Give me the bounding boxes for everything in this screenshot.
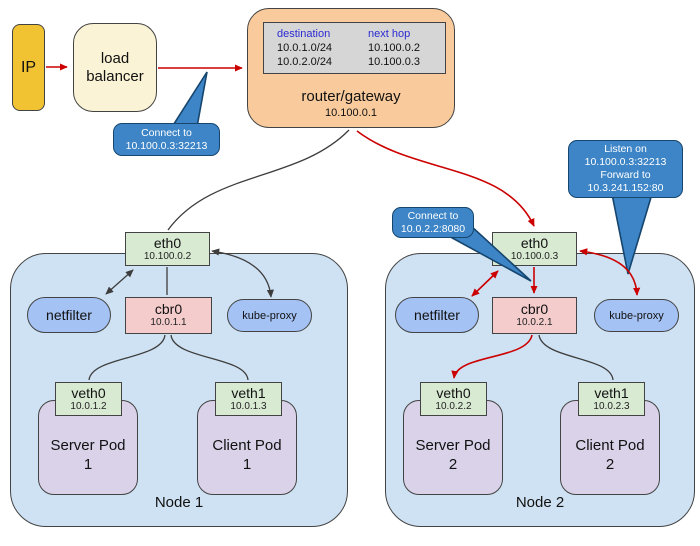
node2-cbr0-name: cbr0 [520,301,549,317]
node2-kube-proxy-pill: kube-proxy [594,299,679,332]
node2-server-pod-number: 2 [448,455,458,473]
node2-netfilter-pill: netfilter [395,297,479,333]
external-ip-label: IP [20,58,37,76]
callout-connect-pod-line1: Connect to [407,209,459,222]
node1-eth0-box: eth0 10.100.0.2 [125,232,210,266]
node1-cbr0-ip: 10.0.1.1 [150,317,187,328]
routing-table-destination-row2: 10.0.2.0/24 [277,56,333,68]
node2-client-pod-label: Client Pod [575,436,645,454]
callout-listen-forward-line1: Listen on [604,143,647,155]
node2-server-pod-label: Server Pod [415,436,491,454]
node2-eth0-name: eth0 [520,234,549,251]
node2-veth0-box: veth0 10.0.2.2 [420,382,487,416]
node1-server-pod-number: 1 [83,455,93,473]
callout-listen-forward-line2: 10.100.0.3:32213 [584,156,667,168]
callout-listen-forward: Listen on 10.100.0.3:32213 Forward to 10… [568,140,683,198]
node2-client-pod-number: 2 [605,455,615,473]
callout-connect-pod: Connect to 10.0.2.2:8080 [392,207,474,238]
node2-label: Node 2 [515,494,565,511]
routing-table-destination-column: destination 10.0.1.0/24 10.0.2.0/24 [277,27,332,69]
routing-table-nexthop-column: next hop 10.100.0.2 10.100.0.3 [368,27,420,69]
node1-client-pod-label: Client Pod [212,436,282,454]
callout-connect-nodeport: Connect to 10.100.0.3:32213 [113,123,220,156]
node1-cbr0-box: cbr0 10.0.1.1 [125,297,212,334]
node2-veth0-ip: 10.0.2.2 [435,400,472,412]
callout-connect-pod-line2: 10.0.2.2:8080 [400,222,466,235]
routing-table-header-destination: destination [277,28,331,40]
node1-label: Node 1 [154,494,204,511]
node2-veth1-box: veth1 10.0.2.3 [578,382,645,416]
node1-eth0-ip: 10.100.0.2 [143,250,192,262]
load-balancer-label-line1: load [100,49,130,67]
callout-connect-nodeport-line1: Connect to [141,126,192,139]
node1-client-pod-number: 1 [242,455,252,473]
routing-table-nexthop-row1: 10.100.0.2 [368,42,420,54]
node1-veth1-ip: 10.0.1.3 [230,400,267,412]
node2-veth1-name: veth1 [594,384,629,401]
node2-eth0-box: eth0 10.100.0.3 [492,232,577,266]
node2-cbr0-ip: 10.0.2.1 [516,317,553,328]
node1-veth1-box: veth1 10.0.1.3 [215,382,282,416]
router-gateway-box: destination 10.0.1.0/24 10.0.2.0/24 next… [247,8,455,128]
node2-kube-proxy-label: kube-proxy [609,309,664,322]
routing-table-destination-row1: 10.0.1.0/24 [277,42,333,54]
node2-veth1-ip: 10.0.2.3 [593,400,630,412]
node1-netfilter-label: netfilter [46,307,92,323]
load-balancer-label-line2: balancer [86,67,144,85]
node2-netfilter-label: netfilter [414,307,460,323]
callout-connect-nodeport-line2: 10.100.0.3:32213 [125,139,208,152]
node1-server-pod-label: Server Pod [50,436,126,454]
node1-netfilter-pill: netfilter [27,297,111,333]
node2-cbr0-box: cbr0 10.0.2.1 [492,297,577,334]
load-balancer-box: load balancer [73,23,157,112]
routing-table-nexthop-row2: 10.100.0.3 [368,56,420,68]
callout-listen-forward-line4: 10.3.241.152:80 [587,182,664,194]
node1-veth0-name: veth0 [71,384,106,401]
router-gateway-ip: 10.100.0.1 [325,107,377,119]
callout-listen-forward-line3: Forward to [600,169,651,181]
external-ip-box: IP [12,24,45,111]
node1-cbr0-name: cbr0 [154,301,183,317]
node2-veth0-name: veth0 [436,384,471,401]
node1-eth0-name: eth0 [153,234,182,251]
node1-veth0-ip: 10.0.1.2 [70,400,107,412]
node1-kube-proxy-pill: kube-proxy [227,299,312,332]
routing-table-header-nexthop: next hop [368,28,411,40]
routing-table: destination 10.0.1.0/24 10.0.2.0/24 next… [263,22,446,74]
node1-kube-proxy-label: kube-proxy [242,309,297,322]
router-gateway-title: router/gateway [301,88,401,105]
node2-eth0-ip: 10.100.0.3 [510,250,559,262]
node1-veth1-name: veth1 [231,384,266,401]
node1-veth0-box: veth0 10.0.1.2 [55,382,122,416]
callout-connect-nodeport-tail [170,71,208,128]
